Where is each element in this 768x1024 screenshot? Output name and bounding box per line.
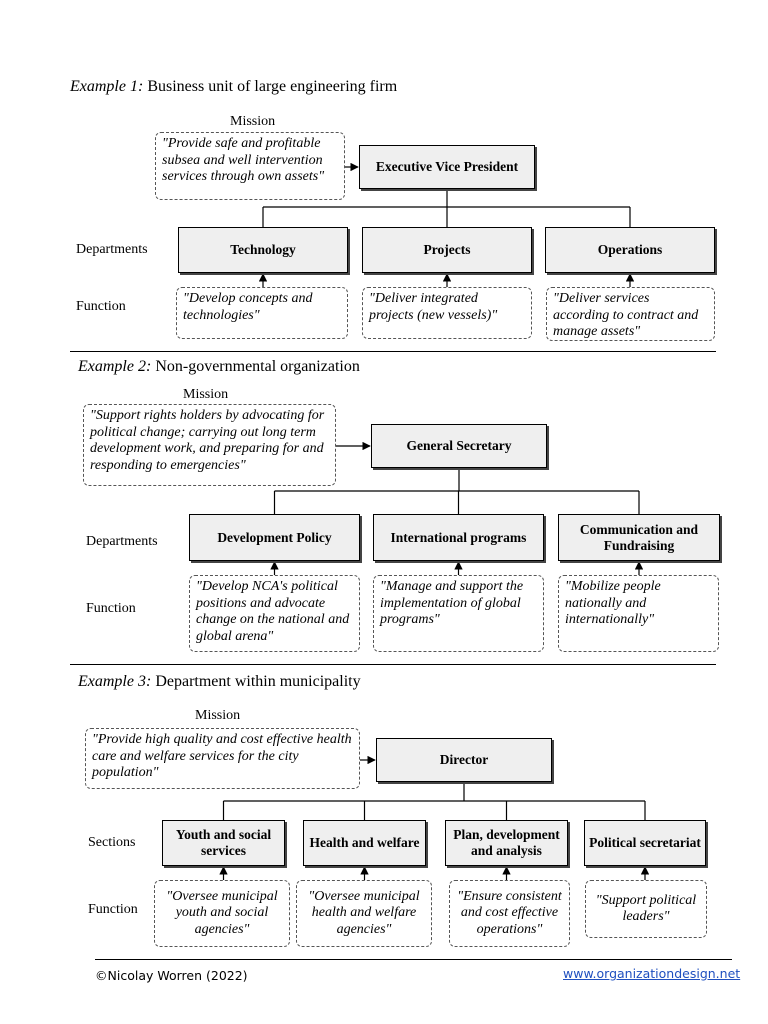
example-2-top-box: General Secretary: [371, 424, 547, 468]
example-1-function-text: "Deliver services according to contract …: [546, 287, 715, 341]
example-2-mission-text: "Support rights holders by advocating fo…: [83, 404, 336, 486]
example-2-mission-label: Mission: [183, 387, 229, 402]
example-3-top-box: Director: [376, 738, 552, 782]
example-2-heading-text: Non-governmental organization: [155, 358, 360, 375]
copyright-text: ©Nicolay Worren (2022): [95, 968, 248, 983]
example-2-row-label: Departments: [86, 534, 158, 549]
example-3-unit-box: Health and welfare: [303, 820, 426, 866]
website-link[interactable]: www.organizationdesign.net: [563, 966, 741, 981]
example-1-heading-text: Business unit of large engineering firm: [147, 78, 398, 95]
example-1-unit-box: Operations: [545, 227, 715, 273]
example-1-heading-prefix: Example 1:: [70, 78, 144, 95]
example-3-mission-text: "Provide high quality and cost effective…: [85, 728, 360, 789]
example-3-unit-box: Plan, development and analysis: [445, 820, 568, 866]
example-2-unit-box: International programs: [373, 514, 544, 561]
example-3-function-text: "Oversee municipal youth and social agen…: [154, 880, 290, 947]
example-3-heading: Example 3: Department within municipalit…: [78, 673, 361, 691]
example-1-mission-text: "Provide safe and profitable subsea and …: [155, 132, 345, 200]
example-1-top-box: Executive Vice President: [359, 145, 535, 189]
example-2-unit-box: Communication and Fundraising: [558, 514, 720, 561]
example-2-function-text: "Mobilize people nationally and internat…: [558, 575, 719, 652]
example-3-heading-prefix: Example 3:: [78, 673, 152, 690]
example-1-unit-box: Technology: [178, 227, 348, 273]
example-2-function-text: "Manage and support the implementation o…: [373, 575, 544, 652]
example-2-heading: Example 2: Non-governmental organization: [78, 358, 360, 376]
example-3-function-label: Function: [88, 902, 138, 917]
example-1-function-text: "Develop concepts and technologies": [176, 287, 348, 339]
example-3-unit-box: Youth and social services: [162, 820, 285, 866]
example-2-function-label: Function: [86, 601, 136, 616]
example-2-divider: [70, 664, 716, 665]
example-3-row-label: Sections: [88, 835, 136, 850]
example-1-row-label: Departments: [76, 242, 148, 257]
example-3-function-text: "Ensure consistent and cost effective op…: [449, 880, 570, 947]
example-3-unit-box: Political secretariat: [584, 820, 706, 866]
example-1-function-label: Function: [76, 299, 126, 314]
example-1-mission-label: Mission: [230, 114, 276, 129]
example-3-function-text: "Support political leaders": [585, 880, 707, 938]
example-1-unit-box: Projects: [362, 227, 532, 273]
example-2-function-text: "Develop NCA's political positions and a…: [189, 575, 360, 652]
example-3-function-text: "Oversee municipal health and welfare ag…: [296, 880, 432, 947]
example-2-heading-prefix: Example 2:: [78, 358, 152, 375]
example-1-divider: [70, 351, 716, 352]
example-3-heading-text: Department within municipality: [155, 673, 361, 690]
example-3-mission-label: Mission: [195, 708, 241, 723]
example-3-divider: [95, 959, 732, 960]
example-2-unit-box: Development Policy: [189, 514, 360, 561]
example-1-function-text: "Deliver integrated projects (new vessel…: [362, 287, 532, 339]
example-1-heading: Example 1: Business unit of large engine…: [70, 78, 397, 96]
